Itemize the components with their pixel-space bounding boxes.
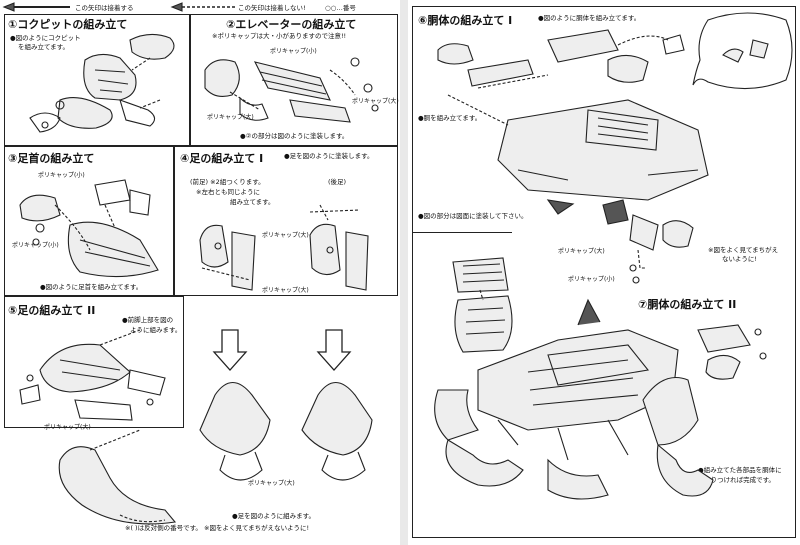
legend-arrows [2, 2, 235, 12]
section-6-title: ⑥胴体の組み立て I [418, 14, 513, 27]
section-2-title: ②エレベーターの組み立て [226, 18, 357, 31]
ankle-illustration [19, 179, 159, 278]
section-elevator [190, 14, 398, 146]
leg-assembly-illustration [58, 329, 373, 525]
leg-paint-note: ●足を図のように組みます。 [232, 512, 316, 520]
section-1-title: ①コクピットの組み立て [8, 18, 128, 31]
poly-cap-large-label-2: ポリキャップ(大) [262, 287, 309, 294]
section-1-note-2: を組み立てます。 [18, 43, 70, 51]
section-3-note: ●図のように足首を組み立てます。 [40, 283, 143, 291]
section-5-title: ⑤足の組み立て II [8, 304, 96, 317]
poly-cap-large-label: ポリキャップ(大) [558, 248, 605, 255]
section-3-title: ③足首の組み立て [8, 152, 95, 165]
rear-leg-label: (後足) [328, 178, 347, 186]
section-7-note: ●組み立てた各部品を胴体に [698, 466, 782, 474]
front-leg-note-3: 組み立てます。 [230, 198, 275, 206]
poly-cap-small-label: ポリキャップ(小) [568, 276, 615, 283]
section-ankle [4, 146, 174, 296]
section-7-title: ⑦胴体の組み立て II [638, 298, 737, 311]
legend-paste: この矢印は接着する [75, 4, 134, 12]
section-4-title: ④足の組み立て I [180, 152, 264, 165]
section-7-note-2: とりつければ完成です。 [704, 476, 775, 484]
poly-cap-large-label: ポリキャップ(大) [262, 232, 309, 239]
section-6-warning-2: ないように! [722, 255, 757, 263]
section-5-note-2: ように組みます。 [130, 326, 182, 334]
section-2-note: ※ポリキャップは大・小がありますので注意!! [212, 32, 347, 40]
legend-part-number: ○○…番号 [325, 4, 356, 12]
section-4-paint-note: ●足を図のように塗装します。 [284, 152, 374, 160]
poly-cap-large-label: ポリキャップ(大) [352, 98, 399, 105]
poly-cap-large-label: ポリキャップ(大) [44, 424, 91, 431]
body-2-illustration [434, 257, 767, 500]
section-1-note: ●図のようにコクピット [10, 34, 81, 42]
body-1-illustration [437, 12, 793, 284]
poly-cap-small-label-2: ポリキャップ(小) [12, 242, 59, 249]
leg-1-illustration [199, 204, 369, 291]
poly-cap-small-label: ポリキャップ(小) [270, 48, 317, 55]
right-frame [412, 6, 796, 538]
poly-cap-small-label: ポリキャップ(小) [38, 172, 85, 179]
left-page: この矢印は接着する この矢印は接着しない! ○○…番号 ①コクピットの組み立て … [2, 2, 399, 532]
divider [412, 232, 512, 233]
cockpit-illustration [29, 33, 175, 133]
section-6-note-2: ●胴を組み立てます。 [418, 114, 482, 122]
right-page: ⑥胴体の組み立て I ●図のように胴体を組み立てます。 ●胴を組み立てます。 ●… [408, 0, 800, 545]
page-gutter [400, 0, 408, 545]
footnote: ※( )は反対側の番号です。 ※図をよく見てまちがえないように! [125, 524, 310, 532]
front-leg-note-2: ※左右とも同じように [196, 188, 260, 196]
section-leg-1 [174, 146, 398, 296]
poly-cap-large-label-2: ポリキャップ(大) [207, 114, 254, 121]
section-6-warning: ※図をよく見てまちがえ [708, 246, 779, 254]
legend-no-paste: この矢印は接着しない! [238, 4, 306, 12]
poly-cap-large-label: ポリキャップ(大) [248, 480, 295, 487]
section-leg-2 [4, 296, 184, 428]
section-2-paint-note: ●②の部分は図のように塗装します。 [240, 132, 349, 140]
section-cockpit [4, 14, 190, 146]
front-leg-note: (前足) ※2組つくります。 [190, 178, 265, 186]
section-5-note: ●前脚上部を図の [122, 316, 174, 324]
section-6-note-3: ●図の部分は図面に塗装して下さい。 [418, 212, 528, 220]
leg-2-illustration [19, 329, 166, 421]
section-6-note: ●図のように胴体を組み立てます。 [538, 14, 641, 22]
elevator-illustration [204, 57, 379, 123]
